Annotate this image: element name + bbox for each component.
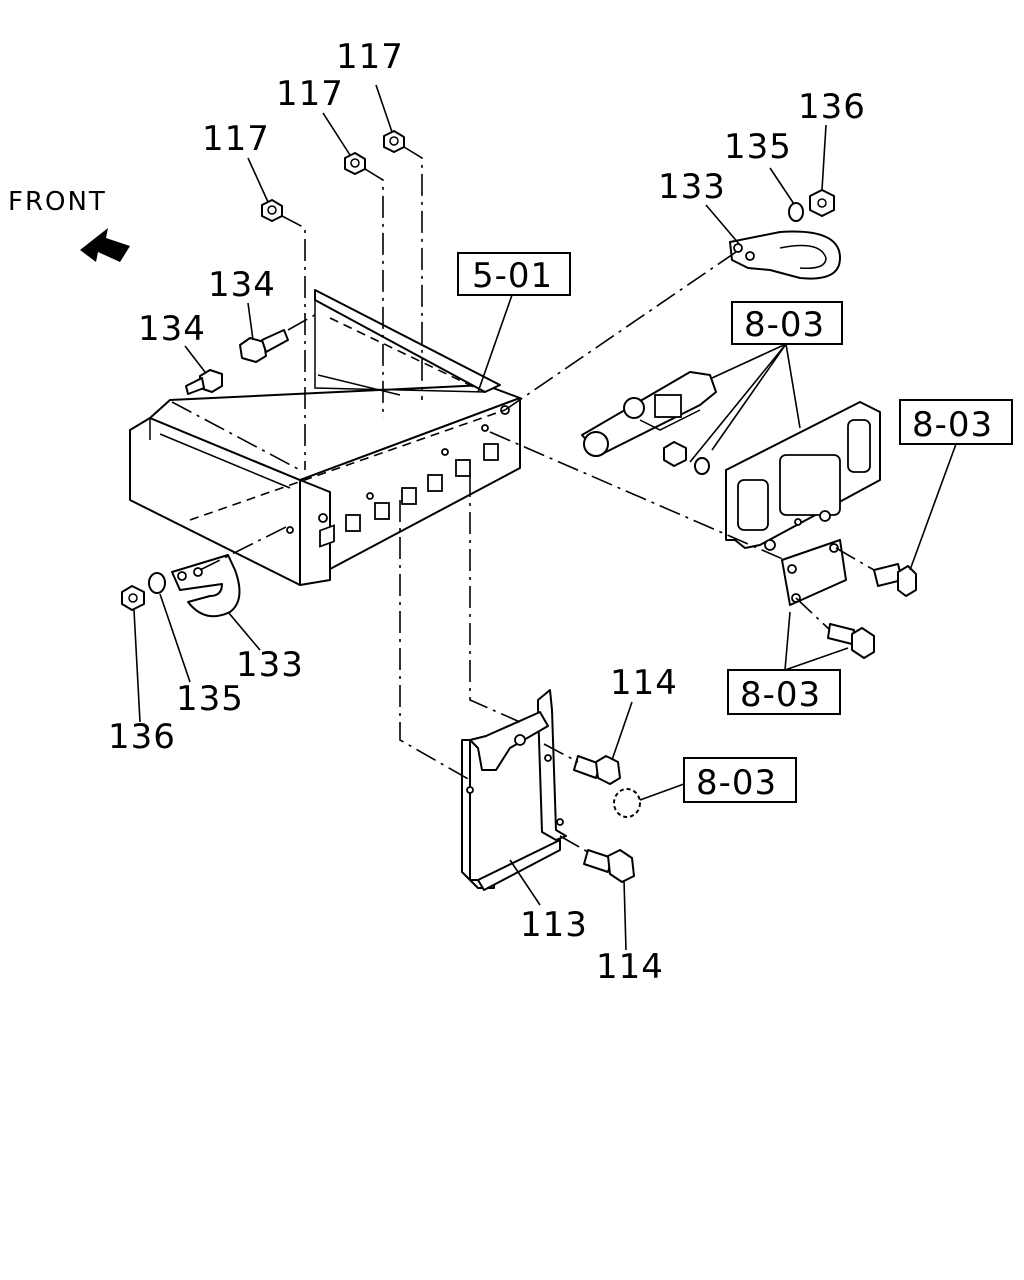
callout-117-b: 117	[276, 74, 344, 114]
front-label: FRONT	[8, 187, 107, 217]
ref-box-8-03-right[interactable]: 8-03	[899, 399, 1013, 445]
ref-box-5-01[interactable]: 5-01	[457, 252, 571, 296]
nut-136-right	[809, 189, 835, 217]
callout-135-left: 135	[176, 679, 244, 719]
bracket-arm	[581, 371, 717, 457]
washer-135-right	[788, 202, 804, 222]
tow-hook-133-right	[729, 230, 841, 280]
bolt-134-b	[185, 369, 223, 395]
nut-136-left	[121, 585, 145, 611]
callout-134-b: 134	[138, 309, 206, 349]
bolt-plate-upper	[873, 563, 917, 597]
ref-box-8-03-bottom[interactable]: 8-03	[727, 669, 841, 715]
small-nut	[663, 441, 687, 467]
front-arrow-icon	[80, 228, 130, 262]
nut-117-a	[261, 199, 283, 222]
tow-hook-133-left	[171, 554, 241, 618]
bolt-114-lower	[583, 849, 635, 883]
bolt-134-a	[239, 329, 289, 363]
callout-136-right: 136	[798, 87, 866, 127]
callout-134-a: 134	[208, 265, 276, 305]
ref-box-8-03-mid[interactable]: 8-03	[683, 757, 797, 803]
callout-117-a: 117	[202, 119, 270, 159]
ref-5-01-label: 5-01	[472, 256, 553, 296]
ref-8-03-top-label: 8-03	[744, 305, 825, 345]
ref-8-03-mid-label: 8-03	[696, 763, 777, 803]
mounting-plate	[781, 539, 847, 606]
ref-8-03-bottom-label: 8-03	[740, 675, 821, 715]
callout-113: 113	[520, 905, 588, 945]
nut-117-b	[344, 152, 366, 175]
cap-part	[613, 788, 641, 818]
bolt-plate-lower	[827, 623, 875, 659]
bracket-plate	[725, 401, 881, 551]
step-bracket-113	[461, 689, 567, 891]
washer-135-left	[148, 572, 166, 594]
ref-8-03-right-label: 8-03	[912, 405, 993, 445]
ref-box-8-03-top[interactable]: 8-03	[731, 301, 843, 345]
callout-135-right: 135	[724, 127, 792, 167]
callout-133-left: 133	[236, 645, 304, 685]
callout-133-right: 133	[658, 167, 726, 207]
bolt-114-upper	[573, 755, 621, 785]
frame-crossmember	[129, 289, 521, 586]
callout-114-upper: 114	[610, 663, 678, 703]
callout-117-c: 117	[336, 37, 404, 77]
callout-114-lower: 114	[596, 947, 664, 987]
callout-136-left: 136	[108, 717, 176, 757]
small-washer	[694, 457, 710, 475]
nut-117-c	[383, 130, 405, 153]
